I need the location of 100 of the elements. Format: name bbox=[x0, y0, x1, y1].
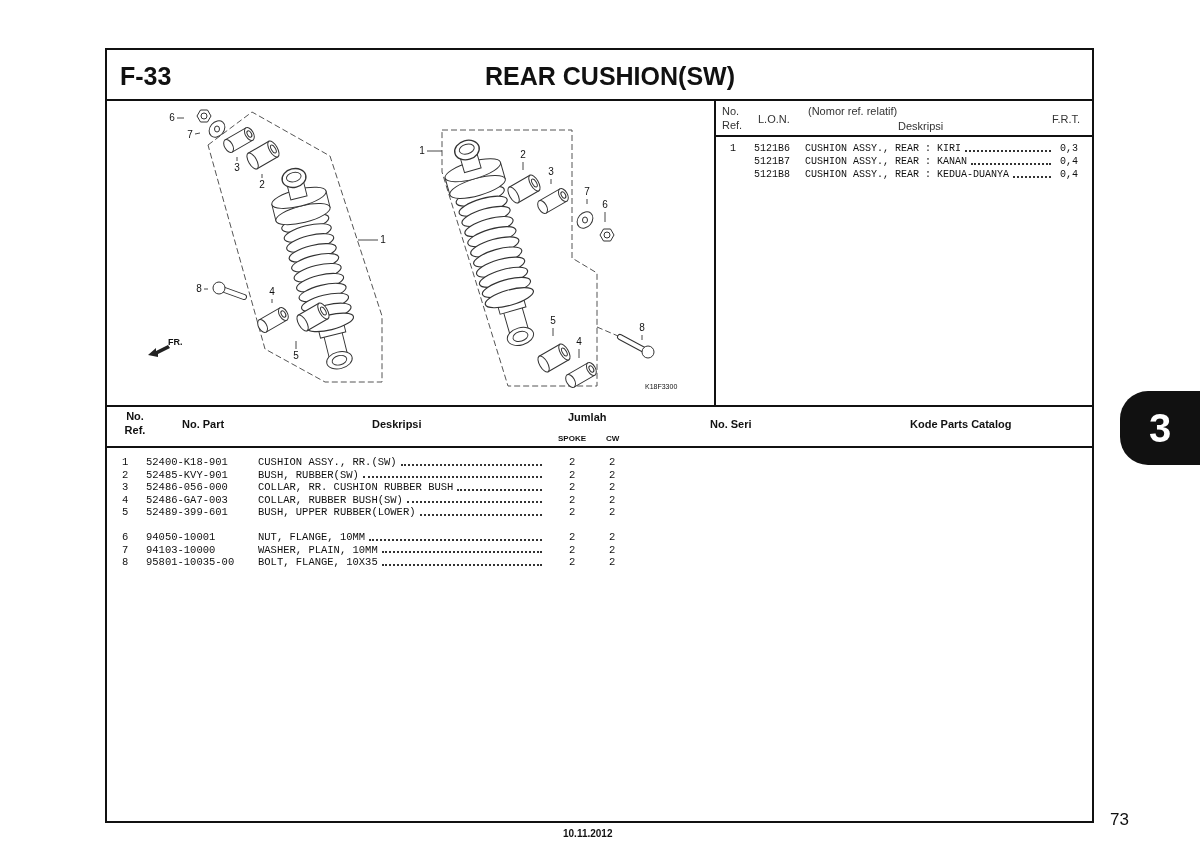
table-cell: BUSH, UPPER RUBBER(LOWER) bbox=[258, 507, 416, 518]
table-cell: 2 bbox=[569, 507, 576, 518]
callout-number: 7 bbox=[185, 128, 195, 142]
table-cell: 2 bbox=[569, 469, 576, 480]
leader-line bbox=[522, 161, 524, 171]
table-cell: WASHER, PLAIN, 10MM bbox=[258, 544, 378, 555]
callout-number: 2 bbox=[518, 148, 528, 162]
table-cell: 52486-056-000 bbox=[146, 482, 228, 493]
table-cell: 0,3 bbox=[1060, 144, 1078, 154]
table-cell: 2 bbox=[609, 557, 616, 568]
table-cell: 2 bbox=[569, 532, 576, 543]
callout-number: 8 bbox=[194, 282, 204, 296]
table-cell: 5121B7 bbox=[754, 157, 790, 167]
leader-line bbox=[550, 178, 552, 185]
callout-number: 5 bbox=[548, 314, 558, 328]
table-cell: 8 bbox=[122, 557, 129, 568]
leader-line bbox=[236, 156, 238, 162]
leader-line bbox=[295, 340, 297, 350]
callout-number: 1 bbox=[378, 233, 388, 247]
column-header: No. Ref. bbox=[722, 104, 744, 132]
callout-number: 4 bbox=[574, 335, 584, 349]
table-cell: 6 bbox=[122, 532, 129, 543]
table-cell: 2 bbox=[569, 482, 576, 493]
callout-number: 5 bbox=[291, 349, 301, 363]
table-cell: CUSHION ASSY., REAR : KANAN bbox=[805, 157, 968, 167]
column-header: L.O.N. bbox=[758, 112, 790, 127]
leader-line bbox=[604, 211, 606, 223]
table-cell: 5 bbox=[122, 507, 129, 518]
callout-number: 8 bbox=[637, 321, 647, 335]
table-cell: 2 bbox=[609, 544, 616, 555]
leader-line bbox=[203, 288, 209, 290]
table-cell: 3 bbox=[122, 482, 129, 493]
leader-line bbox=[552, 327, 554, 337]
table-cell: 2 bbox=[609, 457, 616, 468]
table-cell: 52486-GA7-003 bbox=[146, 494, 228, 505]
table-cell: 5121B8 bbox=[754, 170, 790, 180]
table-cell: 7 bbox=[122, 544, 129, 555]
leader-line bbox=[261, 173, 263, 179]
column-header: No. Ref. bbox=[123, 409, 147, 437]
leader-line bbox=[271, 298, 273, 304]
leader-line bbox=[194, 132, 201, 135]
table-cell: 52489-399-601 bbox=[146, 507, 228, 518]
section-tab: 3 bbox=[1120, 391, 1200, 465]
table-cell: 1 bbox=[730, 144, 736, 154]
column-header: Deskripsi bbox=[372, 417, 422, 432]
table-cell: 2 bbox=[569, 457, 576, 468]
column-header: No. Part bbox=[182, 417, 225, 432]
callout-number: 6 bbox=[600, 198, 610, 212]
table-cell: 2 bbox=[609, 482, 616, 493]
leader-line bbox=[426, 150, 443, 152]
leader-line bbox=[578, 348, 580, 359]
table-cell: 1 bbox=[122, 457, 129, 468]
table-cell: CUSHION ASSY., REAR : KIRI bbox=[805, 144, 962, 154]
leader-line bbox=[176, 117, 185, 119]
table-cell: COLLAR, RUBBER BUSH(SW) bbox=[258, 494, 403, 505]
table-cell: 52485-KVY-901 bbox=[146, 469, 228, 480]
table-cell: 2 bbox=[609, 532, 616, 543]
callout-number: 3 bbox=[546, 165, 556, 179]
callout-number: 6 bbox=[167, 111, 177, 125]
leader-line bbox=[357, 239, 379, 241]
direction-label: FR. bbox=[168, 336, 183, 349]
callout-number: 4 bbox=[267, 285, 277, 299]
table-cell: CUSHION ASSY., RR.(SW) bbox=[258, 457, 397, 468]
table-cell: 0,4 bbox=[1060, 157, 1078, 167]
table-cell: 52400-K18-901 bbox=[146, 457, 228, 468]
print-date: 10.11.2012 bbox=[563, 827, 613, 841]
table-cell: CUSHION ASSY., REAR : KEDUA-DUANYA bbox=[805, 170, 1010, 180]
callout-number: 7 bbox=[582, 185, 592, 199]
column-header: No. Seri bbox=[710, 417, 752, 432]
table-cell: COLLAR, RR. CUSHION RUBBER BUSH bbox=[258, 482, 454, 493]
table-cell: 2 bbox=[609, 469, 616, 480]
table-cell: 2 bbox=[569, 557, 576, 568]
table-cell: 4 bbox=[122, 494, 129, 505]
table-cell: 95801-10035-00 bbox=[146, 557, 235, 568]
table-cell: BUSH, RUBBER(SW) bbox=[258, 469, 359, 480]
table-cell: NUT, FLANGE, 10MM bbox=[258, 532, 366, 543]
table-cell: 2 bbox=[569, 544, 576, 555]
page-title: REAR CUSHION(SW) bbox=[484, 61, 736, 92]
table-cell: 2 bbox=[569, 494, 576, 505]
table-cell: 2 bbox=[122, 469, 129, 480]
table-cell: 5121B6 bbox=[754, 144, 790, 154]
table-cell: 2 bbox=[609, 507, 616, 518]
column-header: F.R.T. bbox=[1052, 112, 1081, 127]
table-cell: 2 bbox=[609, 494, 616, 505]
page-number: 73 bbox=[1110, 809, 1129, 831]
callout-number: 2 bbox=[257, 178, 267, 192]
callout-number: 1 bbox=[417, 144, 427, 158]
leader-line bbox=[641, 334, 643, 341]
leader-line bbox=[586, 198, 588, 205]
table-cell: 0,4 bbox=[1060, 170, 1078, 180]
column-header: Deskripsi bbox=[898, 119, 944, 134]
table-cell: 94103-10000 bbox=[146, 544, 216, 555]
table-cell: BOLT, FLANGE, 10X35 bbox=[258, 557, 378, 568]
column-header: Jumlah bbox=[568, 410, 607, 425]
table-cell: 94050-10001 bbox=[146, 532, 216, 543]
column-header: SPOKE bbox=[558, 433, 586, 445]
column-header: (Nomor ref. relatif) bbox=[808, 104, 898, 119]
column-header: Kode Parts Catalog bbox=[910, 417, 1012, 432]
page-code: F-33 bbox=[120, 61, 172, 92]
column-header: CW bbox=[606, 433, 620, 445]
